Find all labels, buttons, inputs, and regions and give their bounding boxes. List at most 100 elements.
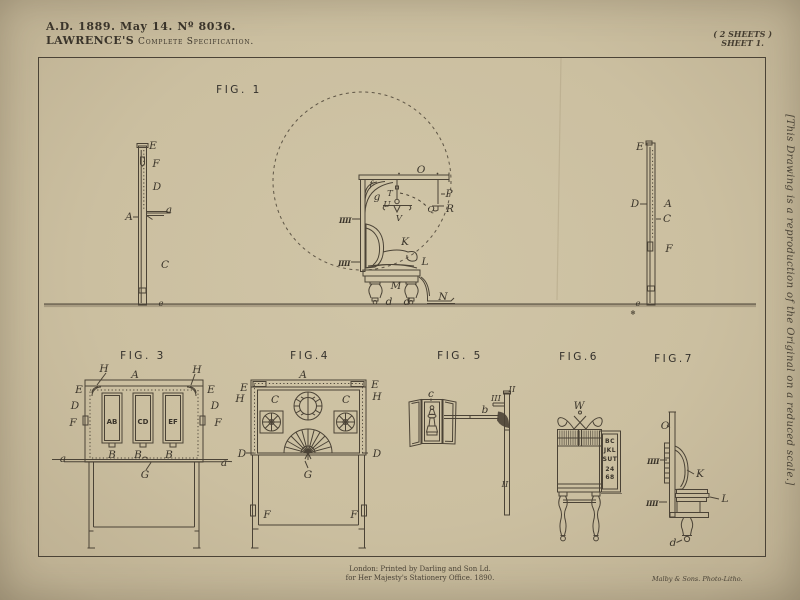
fig3-label-1-A: A xyxy=(130,369,139,381)
fig6-label-1-BC: BC xyxy=(605,438,615,445)
fig1-label-4-a: a xyxy=(166,204,172,216)
fig3-title: FIG. 3 xyxy=(120,350,166,362)
fig5-title: FIG. 5 xyxy=(437,350,483,362)
fig1-label-17-U: U xyxy=(383,200,391,210)
fig1-label-19-P: P xyxy=(444,188,453,200)
fig1-label-18-V: V xyxy=(396,214,403,224)
fig3-label-17-G: G xyxy=(141,469,149,481)
fig3-label-14-B: B xyxy=(164,449,173,461)
fig3-label-15-a: a xyxy=(60,453,66,465)
fig4-lower-frame xyxy=(250,455,367,549)
fig4-dial xyxy=(293,391,323,421)
fig3-label-12-B: B xyxy=(107,449,116,461)
drawing-border-frame xyxy=(38,57,766,557)
fig5-arm-and-post xyxy=(444,390,511,516)
fig1-label-3-A: A xyxy=(124,211,133,223)
imprint-line-2: for Her Majesty's Stationery Office. 189… xyxy=(345,573,495,582)
fig1-dashed-circle xyxy=(272,91,452,271)
fig1-label-21-R: R xyxy=(445,203,454,215)
fig1-ground-line xyxy=(44,303,756,315)
fig1-label-7-E: E xyxy=(635,141,644,153)
fig1-label-2-D: D xyxy=(152,181,162,193)
fig3-label-4-E: E xyxy=(206,384,215,396)
sheet-count-line: ( 2 SHEETS ) xyxy=(713,29,772,39)
fig7-label-3-IIII: IIII xyxy=(645,499,659,508)
fig3-label-6-D: D xyxy=(210,400,220,412)
fig6-legs xyxy=(558,491,601,542)
fig1-label-25-L: L xyxy=(421,256,429,268)
fig7-back-and-seat xyxy=(674,445,720,502)
fig7-title: FIG.7 xyxy=(654,353,694,365)
fig1-label-20-Q: Q xyxy=(428,205,435,215)
fig6-table-body xyxy=(557,429,602,493)
fig6-label-0-W: W xyxy=(574,400,586,412)
fig7-label-1-IIII: IIII xyxy=(646,457,660,466)
header-date-number: A.D. 1889. May 14. Nº 8036. xyxy=(46,20,236,33)
fig6-test-chart-panel xyxy=(599,430,622,494)
fig1-label-9-A: A xyxy=(663,198,672,210)
fig6-scroll-crest xyxy=(557,410,603,430)
fig3-label-0-H: H xyxy=(98,363,109,375)
fig1-label-13-O: O xyxy=(417,164,426,176)
fig1-label-8-D: D xyxy=(630,198,640,210)
fig1-label-11-F: F xyxy=(664,243,673,255)
header-spec-label: Complete Specification. xyxy=(138,37,255,47)
fig1-label-15-g: g xyxy=(374,191,381,203)
fig5-pedestal-object xyxy=(425,398,439,436)
fig1-label-16-T: T xyxy=(387,189,394,199)
fig3-slide-rail xyxy=(52,456,233,471)
fig1-label-22-IIII: IIII xyxy=(338,216,352,225)
lithographer-credit: Malby & Sons. Photo-Litho. xyxy=(652,575,743,583)
fig4-label-5-C: C xyxy=(271,394,279,406)
fig3-drawers xyxy=(101,392,184,448)
fig6-title: FIG.6 xyxy=(559,351,599,363)
header-applicant-name: LAWRENCE'S xyxy=(46,34,135,47)
fig1-pendant-rod xyxy=(432,179,445,212)
fig1-label-28-d: d xyxy=(386,296,393,308)
fig7-label-0-O: O xyxy=(661,420,670,432)
fig5-label-4-II: II xyxy=(501,480,509,490)
fig1-label-5-C: C xyxy=(161,259,169,271)
fig4-label-4-H: H xyxy=(371,391,382,403)
header-block: A.D. 1889. May 14. Nº 8036. LAWRENCE'S C… xyxy=(46,20,254,47)
fig1-label-1-F: F xyxy=(151,158,160,170)
fig3-label-10-CD: CD xyxy=(138,418,149,426)
fig4-label-10-F: F xyxy=(262,509,271,521)
reduced-scale-note: [This Drawing is a reproduction of the O… xyxy=(784,114,795,486)
fig3-label-7-F: F xyxy=(68,417,77,429)
fig1-label-27-N: N xyxy=(437,291,448,303)
fig1-right-post xyxy=(640,140,661,306)
fig4-label-6-C: C xyxy=(342,394,350,406)
fig3-label-16-a: a xyxy=(221,457,227,469)
fig4-fan xyxy=(246,428,368,469)
fig3-upper-case xyxy=(82,372,206,463)
fig7-base-and-leg xyxy=(669,501,709,543)
fig4-label-0-A: A xyxy=(298,369,307,381)
fig1-label-29-d: d xyxy=(404,296,411,308)
fig3-label-11-EF: EF xyxy=(168,418,178,426)
fig5-label-0-c: c xyxy=(428,388,434,400)
fig4-label-1-E: E xyxy=(239,382,248,394)
fig4-label-8-D: D xyxy=(372,448,382,460)
printer-imprint: London: Printed by Darling and Son Ld. f… xyxy=(260,565,580,582)
fig4-label-7-D: D xyxy=(237,448,247,460)
fig5-label-2-II: II xyxy=(508,385,516,395)
fig1-label-6-e: e xyxy=(158,299,163,309)
fig6-label-4-24: 24 xyxy=(605,466,614,473)
fig7-label-5-d: d xyxy=(670,537,677,549)
sheet-number-line: SHEET 1. xyxy=(721,38,764,48)
fig4-label-3-E: E xyxy=(370,379,379,391)
fig6-label-2-JKL: JKL xyxy=(603,447,616,454)
fig1-label-10-C: C xyxy=(663,213,671,225)
fig4-label-11-F: F xyxy=(349,509,358,521)
fig1-label-0-E: E xyxy=(148,140,157,152)
sheet-count-note: ( 2 SHEETS ) SHEET 1. xyxy=(713,30,772,48)
fig1-chair xyxy=(362,223,455,305)
